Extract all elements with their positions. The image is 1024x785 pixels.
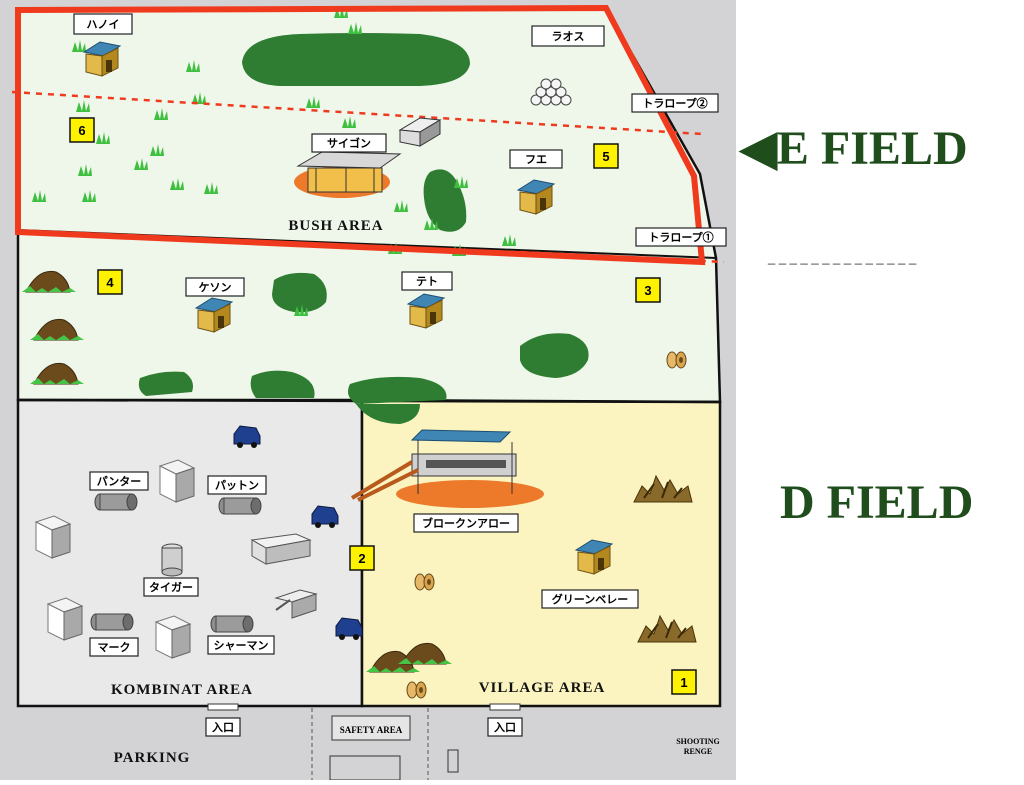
kombinat-area-title: KOMBINAT AREA <box>111 682 253 698</box>
label-trap-rope-1: トラロープ① <box>648 230 713 244</box>
trap-rope-2-line <box>11 90 703 136</box>
spawn-point-2: 2 <box>358 551 365 566</box>
trap-rope-1-line <box>519 250 725 264</box>
container-icon <box>398 117 442 147</box>
shooting-range-line-1: SHOOTING <box>676 737 720 746</box>
label-panther: パンター <box>97 475 142 488</box>
label-saigon: サイゴン <box>327 136 371 150</box>
log-pile-icon <box>530 78 572 106</box>
kombinat-objects <box>35 425 363 659</box>
label-hue: フエ <box>525 154 547 166</box>
safety-area-box <box>331 715 411 741</box>
label-tiger: タイガー <box>149 580 193 594</box>
entrance-left-label: 入口 <box>212 721 234 734</box>
label-patton: パットン <box>215 479 259 492</box>
spawn-point-6: 6 <box>78 123 85 138</box>
parking-title: PARKING <box>114 750 191 766</box>
spawn-markers <box>69 117 697 695</box>
spawn-point-3: 3 <box>644 283 651 298</box>
label-mark: マーク <box>98 641 131 654</box>
e-field-title: ◀E FIELD <box>738 122 968 175</box>
bush-clusters <box>138 33 589 424</box>
village-area-title: VILLAGE AREA <box>479 680 606 696</box>
e-field-boundary <box>15 4 706 266</box>
saigon-building-icon <box>294 151 402 198</box>
field-divider: _ _ _ _ _ _ _ _ _ _ _ _ _ _ <box>767 250 917 265</box>
entrance-right-label: 入口 <box>494 721 516 734</box>
label-hanoi: ハノイ <box>87 18 120 31</box>
broken-arrow-building-icon <box>350 429 544 508</box>
spawn-point-1: 1 <box>680 675 687 690</box>
label-tet: テト <box>416 275 438 288</box>
bush-area-title: BUSH AREA <box>288 218 383 234</box>
label-quezon: ケソン <box>199 281 232 294</box>
safety-area-title: SAFETY AREA <box>340 725 403 735</box>
spawn-point-5: 5 <box>602 149 609 164</box>
d-field-title: D FIELD <box>780 476 973 529</box>
spawn-point-4: 4 <box>106 275 114 290</box>
shooting-range-line-2: RENGE <box>684 747 712 756</box>
label-sherman: シャーマン <box>214 639 269 652</box>
label-broken-arrow: ブロークンアロー <box>422 516 510 530</box>
label-laos: ラオス <box>552 30 585 43</box>
label-green-beret: グリーンベレー <box>552 592 628 606</box>
label-boxes <box>73 13 727 737</box>
label-trap-rope-2: トラロープ② <box>642 96 707 110</box>
